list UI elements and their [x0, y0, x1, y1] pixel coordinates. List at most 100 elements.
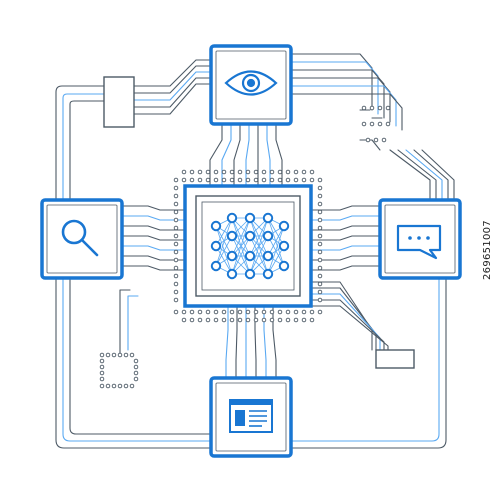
- via: [189, 177, 195, 183]
- trace: [290, 93, 403, 131]
- trace: [389, 149, 431, 201]
- nn-node: [226, 268, 238, 280]
- trace: [359, 139, 381, 151]
- nn-link: [215, 245, 233, 275]
- via: [245, 177, 251, 183]
- nn-node: [226, 230, 238, 242]
- via: [173, 281, 179, 287]
- trace: [405, 149, 443, 201]
- via: [99, 352, 105, 358]
- via: [213, 309, 219, 315]
- trace: [359, 109, 383, 119]
- nn-node: [244, 230, 256, 242]
- nn-link: [249, 217, 269, 275]
- via: [237, 309, 243, 315]
- trace: [121, 205, 186, 211]
- via: [197, 169, 203, 175]
- nn-link: [267, 245, 285, 275]
- nn-node: [262, 230, 274, 242]
- trace: [127, 295, 139, 351]
- via: [317, 273, 323, 279]
- outer-trace: [62, 93, 105, 201]
- via: [173, 241, 179, 247]
- chat-chip: [378, 198, 462, 280]
- outer-trace: [290, 277, 440, 442]
- via: [261, 169, 267, 175]
- via: [229, 177, 235, 183]
- via: [99, 364, 105, 370]
- via: [369, 105, 375, 111]
- via: [173, 233, 179, 239]
- nn-node: [226, 250, 238, 262]
- trace: [121, 265, 186, 271]
- via: [317, 225, 323, 231]
- nn-link: [215, 225, 233, 275]
- nn-node: [210, 220, 222, 232]
- via: [317, 289, 323, 295]
- trace: [121, 215, 186, 221]
- via: [317, 201, 323, 207]
- via: [173, 249, 179, 255]
- trace: [310, 255, 381, 261]
- nn-link: [249, 235, 269, 275]
- via: [237, 317, 243, 323]
- trace: [310, 205, 381, 211]
- via: [189, 309, 195, 315]
- via: [253, 317, 259, 323]
- trace: [121, 235, 186, 241]
- via: [173, 297, 179, 303]
- via: [293, 177, 299, 183]
- trace: [245, 123, 250, 187]
- browser-chip: [209, 376, 293, 458]
- trace: [310, 225, 381, 231]
- via: [317, 265, 323, 271]
- via: [317, 177, 323, 183]
- via: [189, 169, 195, 175]
- via: [213, 177, 219, 183]
- trace: [263, 305, 267, 379]
- outer-trace: [69, 100, 105, 201]
- nn-node: [278, 260, 290, 272]
- via: [189, 317, 195, 323]
- via: [173, 209, 179, 215]
- connector-block: [103, 76, 135, 128]
- via: [181, 317, 187, 323]
- via: [253, 169, 259, 175]
- via: [285, 177, 291, 183]
- nn-link: [267, 225, 285, 257]
- trace: [121, 225, 186, 231]
- trace: [397, 149, 437, 201]
- via: [205, 177, 211, 183]
- outer-trace: [55, 277, 212, 449]
- nn-link: [267, 217, 285, 247]
- via: [133, 376, 139, 382]
- nn-link: [231, 235, 251, 275]
- trace: [310, 281, 373, 351]
- via: [129, 383, 135, 389]
- via: [269, 309, 275, 315]
- via: [111, 383, 117, 389]
- via: [99, 383, 105, 389]
- trace: [310, 215, 381, 221]
- nn-node: [262, 268, 274, 280]
- nn-link: [231, 217, 251, 275]
- via: [213, 169, 219, 175]
- via: [229, 317, 235, 323]
- via: [317, 209, 323, 215]
- via: [245, 169, 251, 175]
- via-dots: [99, 105, 391, 389]
- neural-network-icon: [210, 212, 290, 280]
- via: [173, 289, 179, 295]
- via: [301, 169, 307, 175]
- outer-trace: [290, 277, 447, 449]
- trace: [233, 123, 241, 187]
- via: [385, 105, 391, 111]
- outer-trace: [55, 85, 105, 201]
- via: [173, 177, 179, 183]
- via: [173, 185, 179, 191]
- via: [181, 169, 187, 175]
- trace: [121, 255, 186, 261]
- trace: [272, 305, 277, 379]
- via: [221, 177, 227, 183]
